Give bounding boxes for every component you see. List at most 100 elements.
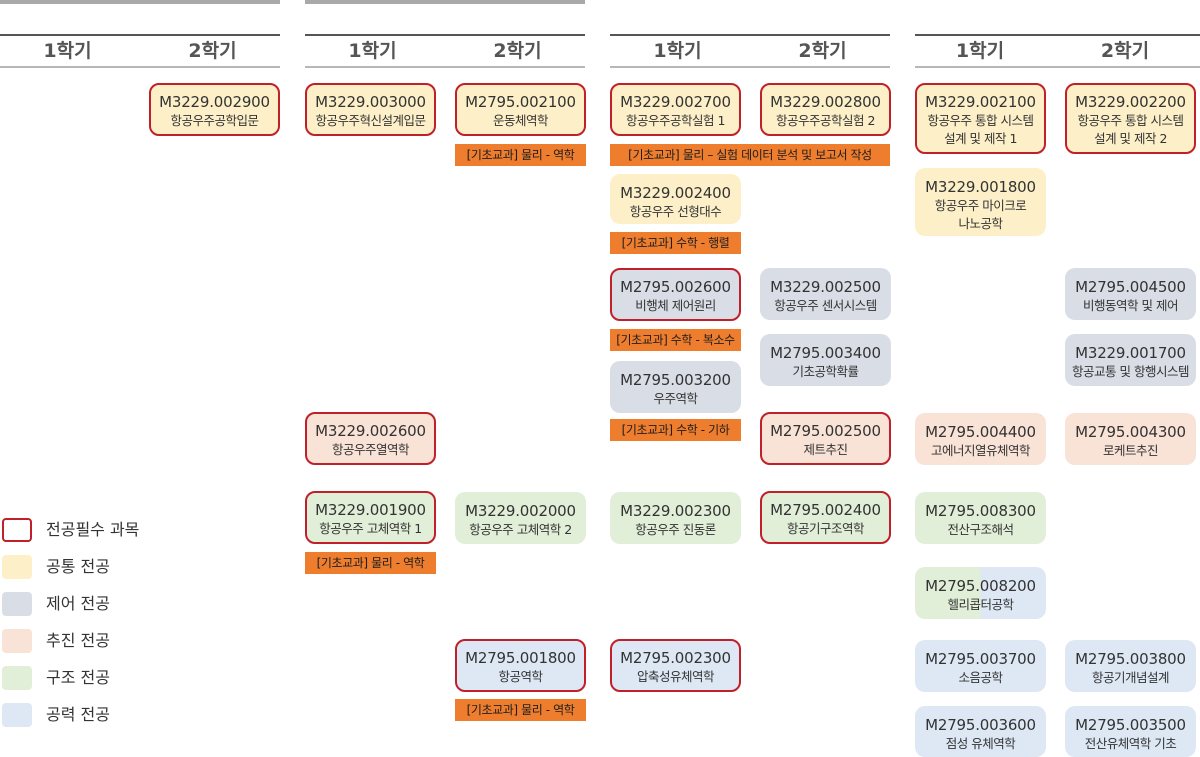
course-card[interactable]: M3229.002000 항공우주 고체역학 2 [455, 492, 586, 544]
course-card[interactable]: M3229.002500 항공우주 센서시스템 [760, 268, 891, 320]
header-line [915, 66, 1200, 68]
course-code: M3229.002200 [1075, 93, 1186, 111]
course-card[interactable]: M2795.003200 우주역학 [610, 361, 741, 413]
course-card[interactable]: M2795.008200 헬리콥터공학 [915, 567, 1046, 619]
course-name: 헬리콥터공학 [947, 597, 1014, 612]
course-name: 항공우주 선형대수 [629, 204, 722, 219]
header-line [0, 34, 280, 36]
course-card[interactable]: M2795.003800 항공기개념설계 [1065, 640, 1196, 692]
course-name: 제트추진 [803, 442, 848, 457]
course-card[interactable]: M3229.001900 항공우주 고체역학 1 [305, 491, 436, 544]
course-card[interactable]: M2795.002400 항공기구조역학 [760, 491, 891, 544]
legend-label: 구조 전공 [46, 668, 110, 687]
course-card[interactable]: M2795.004500 비행동역학 및 제어 [1065, 268, 1196, 320]
legend-swatch [2, 703, 32, 727]
course-card[interactable]: M3229.001800 항공우주 마이크로 나노공학 [915, 168, 1046, 236]
course-code: M3229.002100 [925, 93, 1036, 111]
course-code: M2795.002300 [620, 649, 731, 667]
course-card[interactable]: M2795.002600 비행체 제어원리 [610, 268, 741, 321]
course-name: 항공기구조역학 [786, 521, 865, 536]
course-code: M2795.002100 [465, 93, 576, 111]
course-name: 항공교통 및 항행시스템 [1072, 364, 1189, 379]
course-name: 고에너지열유체역학 [930, 443, 1031, 458]
course-name: 항공우주 통합 시스템 [1077, 113, 1184, 128]
legend-label: 추진 전공 [46, 631, 110, 650]
course-card[interactable]: M2795.004400 고에너지열유체역학 [915, 413, 1046, 465]
course-code: M2795.002500 [770, 422, 881, 440]
course-name-line2: 설계 및 제작 2 [1094, 131, 1167, 146]
course-name: 항공기개념설계 [1091, 670, 1170, 685]
course-name: 항공우주 고체역학 2 [469, 522, 572, 537]
course-code: M2795.003700 [925, 650, 1036, 668]
course-code: M2795.003600 [925, 716, 1036, 734]
course-name: 소음공학 [958, 670, 1003, 685]
course-name: 비행동역학 및 제어 [1083, 298, 1178, 313]
legend-swatch [2, 592, 32, 616]
course-code: M3229.002500 [770, 278, 881, 296]
header-line [0, 66, 280, 68]
course-card[interactable]: M3229.002900 항공우주공학입문 [149, 83, 280, 136]
semester-1-header: 1학기 [955, 40, 1005, 62]
course-card[interactable]: M3229.001700 항공교통 및 항행시스템 [1065, 334, 1196, 386]
course-code: M2795.002600 [620, 278, 731, 296]
course-name: 항공우주혁신설계입문 [315, 113, 426, 128]
course-name: 운동체역학 [492, 113, 549, 128]
course-code: M2795.003200 [620, 371, 731, 389]
course-name: 항공우주 고체역학 1 [319, 521, 422, 536]
course-name: 항공우주공학입문 [170, 113, 259, 128]
course-name: 항공우주공학실험 1 [626, 113, 725, 128]
course-card[interactable]: M2795.001800 항공역학 [455, 639, 586, 692]
course-name: 항공우주공학실험 2 [776, 113, 875, 128]
course-name-line2: 설계 및 제작 1 [944, 131, 1017, 146]
course-card[interactable]: M3229.002300 항공우주 진동론 [610, 492, 741, 544]
course-card[interactable]: M3229.003000 항공우주혁신설계입문 [305, 83, 436, 136]
course-card[interactable]: M3229.002400 항공우주 선형대수 [610, 174, 741, 224]
course-code: M2795.001800 [465, 649, 576, 667]
course-card[interactable]: M2795.002100 운동체역학 [455, 83, 586, 136]
course-name: 비행체 제어원리 [635, 298, 716, 313]
course-code: M2795.003500 [1075, 716, 1186, 734]
course-card[interactable]: M2795.004300 로케트추진 [1065, 413, 1196, 465]
course-code: M2795.008200 [925, 577, 1036, 595]
course-name-line2: 나노공학 [958, 216, 1003, 231]
course-card[interactable]: M2795.008300 전산구조해석 [915, 492, 1046, 544]
course-card[interactable]: M3229.002700 항공우주공학실험 1 [610, 83, 741, 136]
legend-swatch [2, 518, 32, 542]
course-card[interactable]: M2795.003500 전산유체역학 기초 [1065, 706, 1196, 757]
semester-1-header: 1학기 [653, 40, 702, 62]
semester-2-header: 2학기 [1100, 40, 1150, 62]
course-card[interactable]: M2795.003400 기초공학확률 [760, 334, 891, 386]
header-line [610, 66, 890, 68]
course-code: M3229.002800 [770, 93, 881, 111]
legend-label: 제어 전공 [46, 594, 110, 613]
course-code: M2795.008300 [925, 502, 1036, 520]
course-card[interactable]: M2795.003600 점성 유체역학 [915, 706, 1046, 757]
course-card[interactable]: M2795.002300 압축성유체역학 [610, 639, 741, 692]
top-bar [305, 0, 585, 4]
course-card[interactable]: M2795.003700 소음공학 [915, 640, 1046, 692]
header-line [610, 34, 890, 36]
course-card[interactable]: M3229.002800 항공우주공학실험 2 [760, 83, 891, 136]
semester-1-header: 1학기 [348, 40, 397, 62]
legend-swatch [2, 555, 32, 579]
course-code: M3229.002600 [315, 422, 426, 440]
legend-swatch [2, 666, 32, 690]
course-code: M3229.002700 [620, 93, 731, 111]
prerequisite-tag: [기초교과] 물리 – 실험 데이터 분석 및 보고서 작성 [610, 144, 890, 166]
course-name: 항공우주 센서시스템 [774, 298, 877, 313]
course-card[interactable]: M3229.002100 항공우주 통합 시스템 설계 및 제작 1 [915, 83, 1046, 154]
semester-1-header: 1학기 [43, 40, 92, 62]
course-card[interactable]: M3229.002200 항공우주 통합 시스템 설계 및 제작 2 [1065, 83, 1196, 154]
course-name: 우주역학 [653, 391, 698, 406]
legend-label: 공력 전공 [46, 705, 110, 724]
course-card[interactable]: M2795.002500 제트추진 [760, 412, 891, 465]
prerequisite-tag: [기초교과] 물리 - 역학 [305, 552, 436, 574]
course-name: 항공역학 [498, 669, 543, 684]
course-card[interactable]: M3229.002600 항공우주열역학 [305, 412, 436, 465]
semester-2-header: 2학기 [798, 40, 847, 62]
prerequisite-tag: [기초교과] 물리 - 역학 [455, 699, 586, 721]
course-name: 전산유체역학 기초 [1084, 736, 1177, 751]
course-name: 기초공학확률 [792, 364, 859, 379]
course-name: 압축성유체역학 [636, 669, 715, 684]
semester-2-header: 2학기 [188, 40, 237, 62]
